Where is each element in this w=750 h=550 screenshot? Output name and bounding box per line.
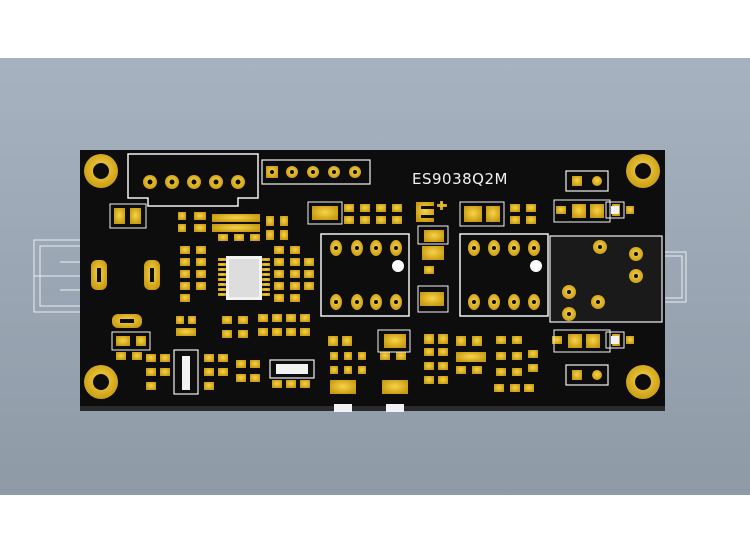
dac-chip [218, 256, 270, 300]
board-silk-label: ES9038Q2M [412, 170, 508, 188]
mounting-holes [84, 154, 660, 399]
small-ic-lower-mid [269, 359, 315, 379]
header-row-5pin [261, 159, 371, 185]
opamp-socket-left [320, 233, 410, 317]
mounting-hole-bottom-left [84, 365, 118, 399]
clock-ic-top [605, 201, 625, 219]
header-2pin-top [565, 170, 609, 192]
board-logo [416, 201, 447, 222]
regulator-left [330, 380, 356, 412]
output-jack-footprint [549, 235, 663, 323]
opamp-socket-right [459, 233, 549, 317]
regulator-right [382, 380, 408, 412]
power-jack-pads [91, 260, 160, 328]
mounting-hole-top-left [84, 154, 118, 188]
pcb-edge [80, 406, 665, 411]
small-ic-left [173, 349, 199, 395]
mounting-hole-bottom-right [626, 365, 660, 399]
header-connector-5pin [127, 153, 259, 207]
clock-ic-bottom [605, 331, 625, 349]
mounting-hole-top-right [626, 154, 660, 188]
header-2pin-bottom [565, 364, 609, 386]
silkscreen-outlines [109, 199, 611, 353]
